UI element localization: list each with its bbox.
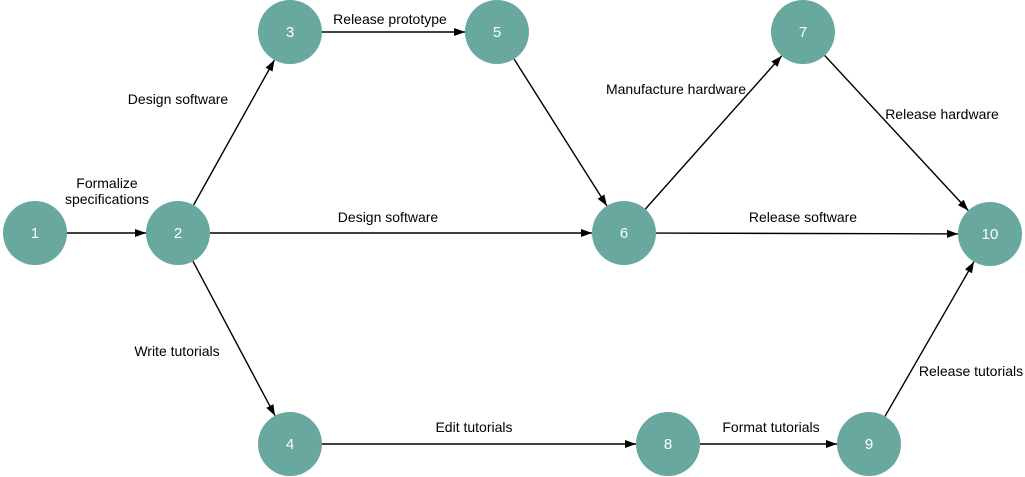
edge-9-10-label: Release tutorials [919, 363, 1023, 379]
edge-8-9-label: Format tutorials [722, 419, 819, 435]
node-1-circle[interactable] [3, 201, 67, 265]
node-8-circle[interactable] [636, 412, 700, 476]
node-10-label: 10 [982, 226, 999, 243]
node-4-label: 4 [286, 436, 294, 453]
node-9-label: 9 [865, 436, 873, 453]
node-3[interactable]: 3 [258, 0, 322, 64]
edge-2-3-line[interactable] [192, 59, 276, 206]
edge-6-10-label: Release software [749, 209, 857, 225]
edge-5-6[interactable] [513, 58, 608, 207]
node-6[interactable]: 6 [592, 201, 656, 265]
node-9[interactable]: 9 [837, 412, 901, 476]
node-10[interactable]: 10 [958, 202, 1022, 266]
edge-6-10-line[interactable] [655, 229, 959, 238]
edge-2-4-label: Write tutorials [134, 343, 219, 359]
edge-8-9[interactable]: Format tutorials [700, 419, 837, 448]
edge-2-3[interactable]: Design software [128, 59, 276, 206]
node-1-label: 1 [31, 225, 39, 242]
node-1[interactable]: 1 [3, 201, 67, 265]
edge-2-4-line[interactable] [192, 260, 276, 417]
edge-7-10[interactable]: Release hardware [824, 55, 999, 211]
node-4-circle[interactable] [258, 412, 322, 476]
node-5-circle[interactable] [465, 0, 529, 64]
node-5[interactable]: 5 [465, 0, 529, 64]
edge-6-7[interactable]: Manufacture hardware [606, 55, 783, 210]
edge-4-8-label: Edit tutorials [435, 419, 512, 435]
edge-2-6[interactable]: Design software [210, 209, 592, 237]
edge-6-7-label: Manufacture hardware [606, 81, 746, 97]
node-9-circle[interactable] [837, 412, 901, 476]
edge-9-10[interactable]: Release tutorials [884, 261, 1023, 417]
edge-9-10-line[interactable] [884, 261, 975, 417]
node-6-label: 6 [620, 225, 628, 242]
node-5-label: 5 [493, 24, 501, 41]
edge-5-6-line[interactable] [513, 58, 608, 207]
node-2-circle[interactable] [146, 201, 210, 265]
edge-2-3-label: Design software [128, 91, 229, 107]
edge-2-4[interactable]: Write tutorials [134, 260, 276, 417]
node-6-circle[interactable] [592, 201, 656, 265]
node-10-circle[interactable] [958, 202, 1022, 266]
edge-2-6-label: Design software [338, 209, 439, 225]
node-3-label: 3 [286, 24, 294, 41]
edge-3-5[interactable]: Release prototype [322, 11, 465, 36]
node-7-circle[interactable] [771, 0, 835, 64]
node-7[interactable]: 7 [771, 0, 835, 64]
node-7-label: 7 [799, 24, 807, 41]
edge-6-10[interactable]: Release software [655, 209, 959, 238]
edge-7-10-label: Release hardware [885, 106, 999, 122]
edge-4-8[interactable]: Edit tutorials [322, 419, 636, 448]
node-8-label: 8 [664, 436, 672, 453]
node-2-label: 2 [174, 225, 182, 242]
node-3-circle[interactable] [258, 0, 322, 64]
edge-3-5-label: Release prototype [333, 11, 447, 27]
node-2[interactable]: 2 [146, 201, 210, 265]
edge-7-10-line[interactable] [824, 55, 969, 211]
node-8[interactable]: 8 [636, 412, 700, 476]
edge-6-7-line[interactable] [644, 55, 783, 210]
node-4[interactable]: 4 [258, 412, 322, 476]
